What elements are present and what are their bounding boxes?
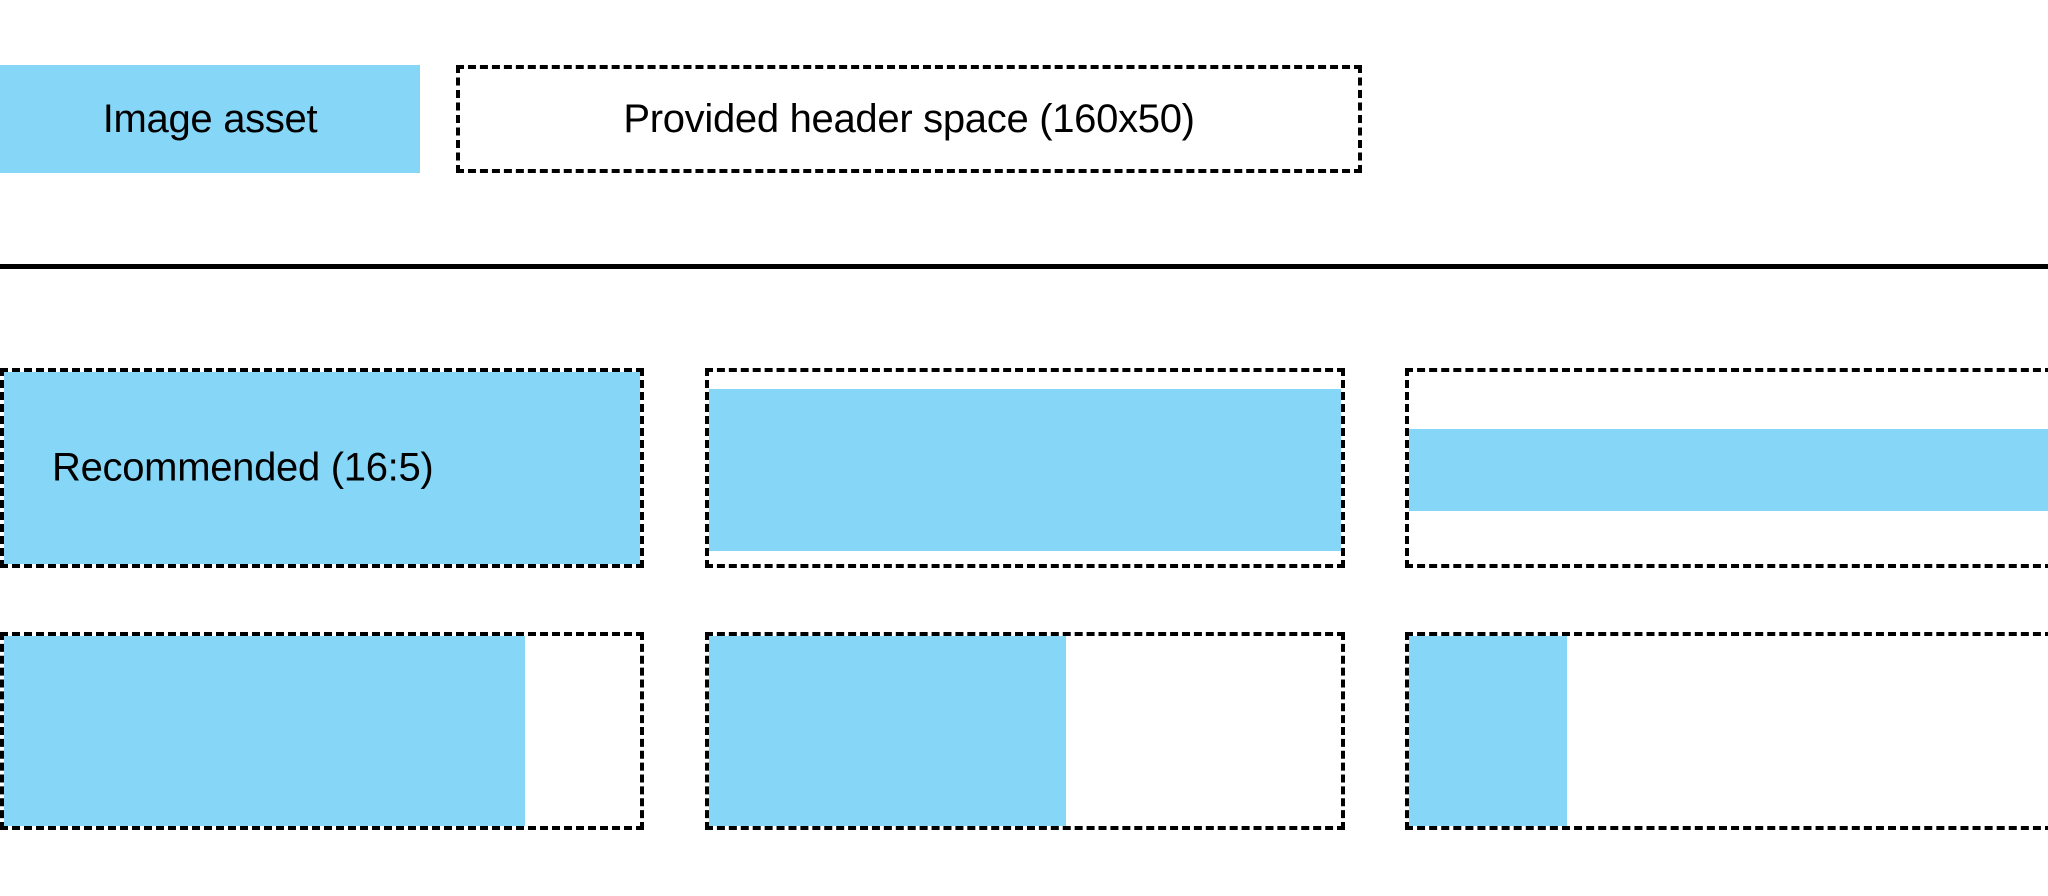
blue-fill-band	[1409, 429, 2048, 511]
ratio-cell-recommended: Recommended (16:5)	[0, 368, 644, 568]
provided-header-space-box: Provided header space (160x50)	[456, 65, 1362, 173]
blue-fill-left-medium	[709, 636, 1066, 826]
provided-header-space-label: Provided header space (160x50)	[623, 96, 1195, 141]
header-row: Image asset Provided header space (160x5…	[0, 65, 2048, 175]
image-asset-label: Image asset	[102, 96, 318, 141]
ratio-cell-shortest	[1405, 368, 2048, 568]
blue-fill-full	[4, 372, 640, 564]
blue-fill-left-narrow	[1409, 636, 1567, 826]
blue-fill-inset-vertical	[709, 389, 1341, 551]
width-cell-wide	[0, 632, 644, 830]
aspect-ratio-row: Recommended (16:5)	[0, 368, 2048, 568]
blue-fill-left-wide	[4, 636, 525, 826]
ratio-cell-shorter	[705, 368, 1345, 568]
width-cell-medium	[705, 632, 1345, 830]
recommended-ratio-label: Recommended (16:5)	[52, 445, 434, 490]
width-cell-narrow	[1405, 632, 2048, 830]
section-divider	[0, 264, 2048, 269]
image-asset-swatch: Image asset	[0, 65, 420, 173]
width-fit-row	[0, 632, 2048, 830]
